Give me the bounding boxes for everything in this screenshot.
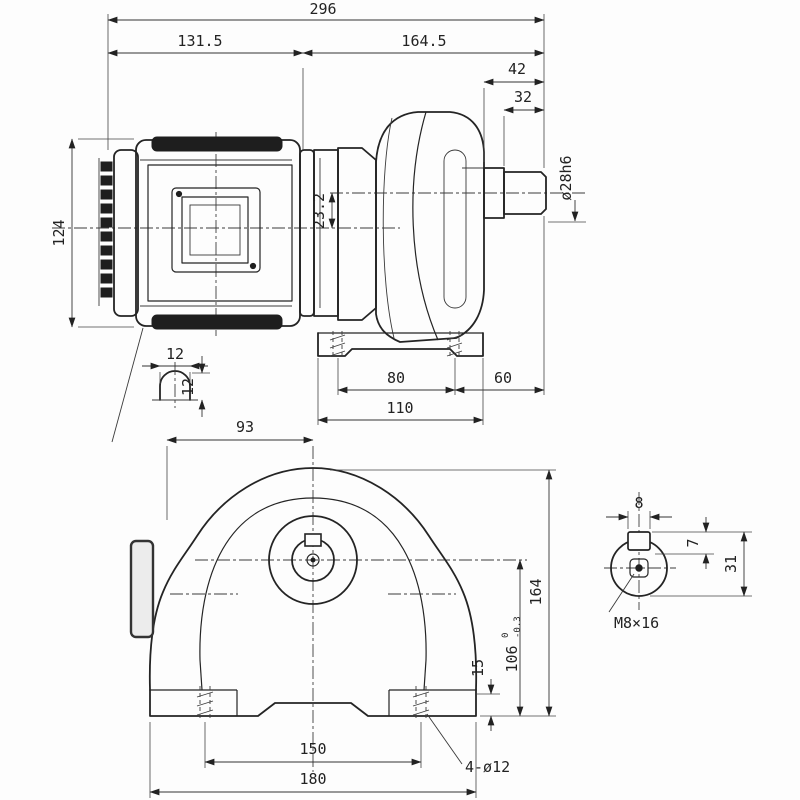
dim-shaft-diameter: ø28h6: [557, 155, 575, 200]
fan-cover: [98, 149, 139, 317]
dim-key-depth: 7: [684, 538, 702, 547]
terminal-box: [171, 187, 261, 273]
dim-shaft-section-b: 32: [514, 88, 532, 106]
gear-housing: [337, 111, 485, 343]
label-mounting-holes: 4-ø12: [465, 758, 510, 776]
dim-foot-length: 110: [386, 399, 413, 417]
dim-base-width: 180: [299, 770, 326, 788]
terminal-screw-icon: [249, 262, 257, 270]
dim-foot-pad-height: 15: [469, 659, 487, 677]
dim-center-offset: 93: [236, 418, 254, 436]
dim-shaft-section-a: 42: [508, 60, 526, 78]
mounting-foot-side: [317, 331, 484, 357]
motor-top-band: [151, 136, 283, 152]
svg-text:106: 106: [503, 645, 521, 672]
foot-bolt-hole: [446, 331, 463, 357]
output-shaft: [483, 167, 547, 219]
dim-overall-height: 31: [722, 555, 740, 573]
dim-overall-length: 296: [309, 0, 336, 18]
detail-keyway: [627, 531, 651, 551]
output-boss: [268, 515, 358, 605]
shaft-keyway: [304, 533, 322, 547]
dim-key-slot-height: 12: [179, 378, 197, 396]
foot-bolt-hole: [329, 331, 346, 357]
dim-motor-frame-height: 124: [50, 219, 68, 246]
motor-bottom-band: [151, 314, 283, 330]
base-bolt-hole: [412, 686, 430, 718]
tapped-hole-outline: [629, 558, 649, 578]
svg-text:-0.3: -0.3: [513, 616, 523, 638]
dim-motor-length: 131.5: [177, 32, 222, 50]
terminal-screw-icon: [175, 190, 183, 198]
mounting-base-front: [149, 686, 477, 718]
tapped-hole-icon: [635, 564, 643, 572]
shaft-detail-view: 8 7 31 M8×16: [604, 492, 752, 632]
dim-key-slot-width: 12: [166, 345, 184, 363]
front-housing: [148, 467, 478, 691]
dim-key-width: 8: [634, 494, 643, 512]
rear-endbell: [113, 149, 139, 317]
dim-total-height: 164: [527, 578, 545, 605]
dim-foot-bolt-span: 80: [387, 369, 405, 387]
dim-foot-to-shaft-end: 60: [494, 369, 512, 387]
front-view-dimensions: 93 164 106 0 -0.3 15 150: [149, 418, 556, 798]
svg-text:0: 0: [501, 633, 511, 638]
center-hole-icon: [310, 557, 316, 563]
dim-axis-offset: 23.2: [310, 193, 328, 229]
base-bolt-hole: [196, 686, 214, 718]
motor-flange: [299, 149, 339, 317]
dim-shaft-center-height: 106 0 -0.3: [501, 616, 523, 672]
label-tapped-hole: M8×16: [614, 614, 659, 632]
dim-gearhead-length: 164.5: [401, 32, 446, 50]
shaft-detail-dimensions: 8 7 31 M8×16: [606, 494, 752, 632]
side-view-dimensions: 296 131.5 164.5 42 32 124 23.2 ø: [50, 0, 586, 425]
front-view: 93 164 106 0 -0.3 15 150: [129, 418, 556, 798]
side-view: 296 131.5 164.5 42 32 124 23.2 ø: [50, 0, 586, 443]
dim-bolt-hole-span: 150: [299, 740, 326, 758]
terminal-box-side: [129, 539, 155, 639]
motor-body: [135, 136, 301, 330]
key-slot-detail: [111, 327, 198, 443]
